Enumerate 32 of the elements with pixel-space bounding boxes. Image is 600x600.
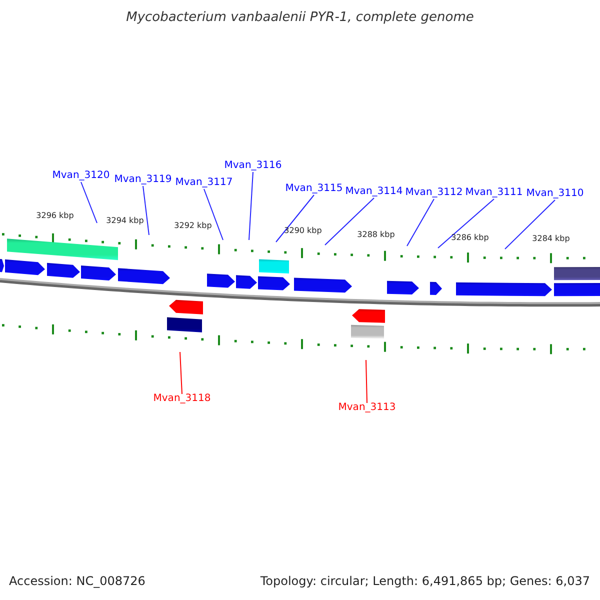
- leader-line: [366, 360, 368, 404]
- scale-label: 3292 kbp: [174, 222, 212, 230]
- scale-label: 3288 kbp: [357, 231, 395, 239]
- leader-line: [276, 194, 314, 242]
- scale-label: 3286 kbp: [451, 234, 489, 242]
- leader-line: [438, 198, 494, 248]
- leader-line: [142, 186, 150, 236]
- gene-label: Mvan_3114: [345, 187, 403, 197]
- scale-label: 3284 kbp: [532, 235, 570, 243]
- title: Mycobacterium vanbaalenii PYR-1, complete genome: [125, 11, 475, 24]
- gene-label: Mvan_3113: [338, 403, 396, 413]
- gene-label: Mvan_3111: [465, 188, 523, 198]
- gene-label: Mvan_3115: [285, 184, 343, 194]
- leader-line: [324, 198, 374, 246]
- scale-label: 3294 kbp: [106, 217, 144, 225]
- genome-summary: Topology: circular; Length: 6,491,865 bp; Genes: 6,037: [260, 575, 590, 587]
- scale-label: 3290 kbp: [284, 227, 322, 235]
- leader-line: [180, 352, 182, 394]
- gene-label: Mvan_3119: [114, 175, 172, 185]
- leader-line: [204, 188, 224, 240]
- leader-line: [248, 172, 254, 240]
- leader-line: [504, 200, 556, 250]
- gene-label: Mvan_3110: [526, 189, 584, 199]
- gene-label: Mvan_3120: [52, 171, 110, 181]
- gene-label: Mvan_3118: [153, 394, 211, 404]
- gene-label: Mvan_3117: [175, 178, 233, 188]
- accession-text: Accession: NC_008726: [9, 575, 146, 587]
- leader-line: [80, 182, 98, 224]
- gene-label: Mvan_3116: [224, 161, 282, 171]
- leader-line: [406, 198, 434, 246]
- scale-label: 3296 kbp: [36, 212, 74, 220]
- gene-label: Mvan_3112: [405, 188, 463, 198]
